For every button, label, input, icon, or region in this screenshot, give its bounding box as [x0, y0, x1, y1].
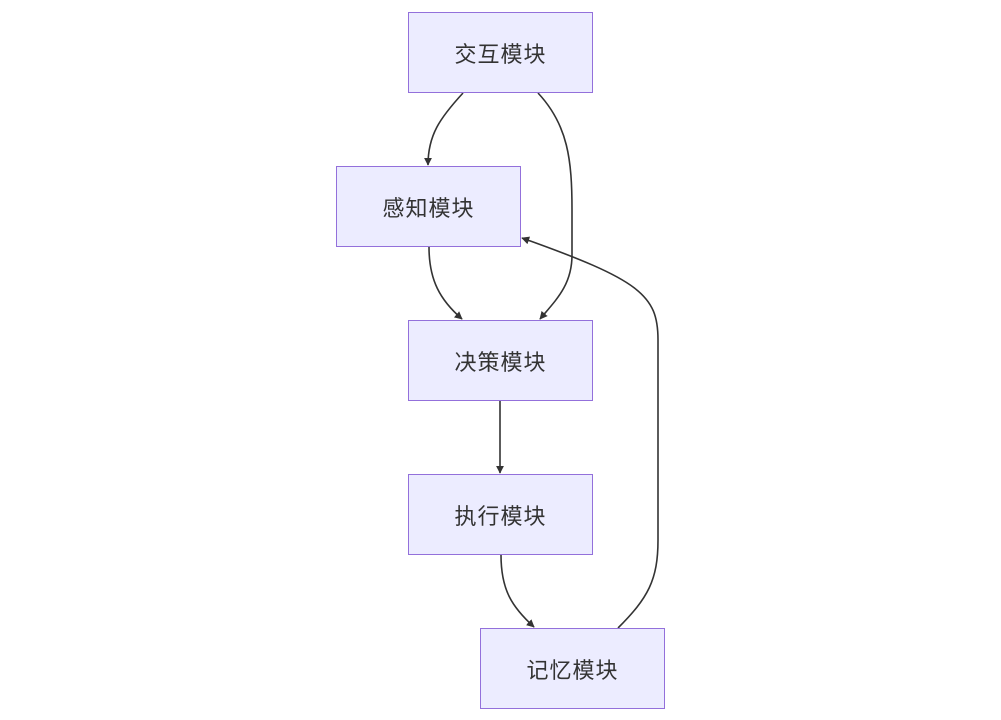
node-perception-label: 感知模块	[382, 196, 475, 222]
node-memory-label: 记忆模块	[526, 658, 619, 684]
node-interaction-label: 交互模块	[454, 42, 547, 68]
node-interaction: 交互模块	[408, 12, 593, 93]
node-perception: 感知模块	[336, 166, 521, 247]
edge-perception-to-decision	[428, 246, 463, 320]
node-decision: 决策模块	[408, 320, 593, 401]
edge-execution-to-memory	[500, 554, 535, 628]
edge-memory-to-perception	[521, 236, 659, 629]
node-execution-label: 执行模块	[454, 504, 547, 530]
edge-interaction-to-decision	[537, 92, 573, 320]
node-decision-label: 决策模块	[454, 350, 547, 376]
node-memory: 记忆模块	[480, 628, 665, 709]
edge-interaction-to-perception	[424, 92, 464, 166]
node-execution: 执行模块	[408, 474, 593, 555]
